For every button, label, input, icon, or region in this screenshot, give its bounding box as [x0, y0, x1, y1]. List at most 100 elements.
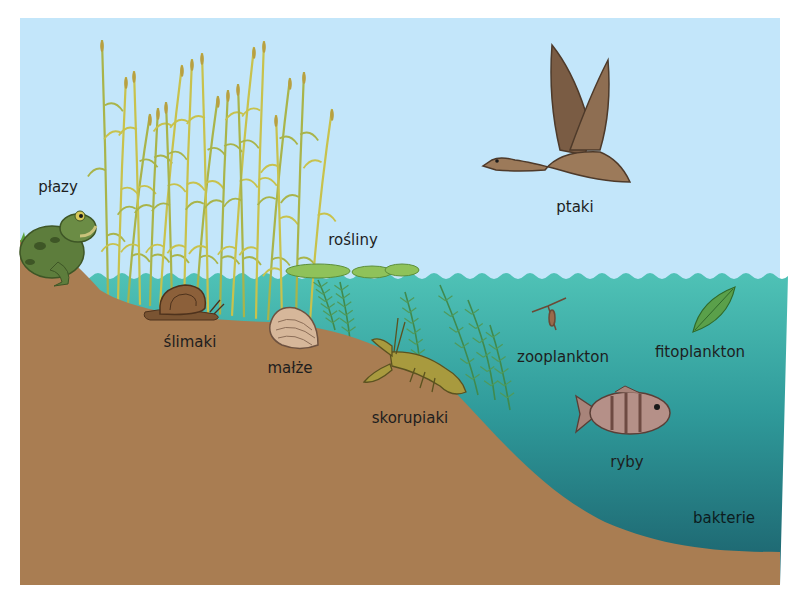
reed-leaf — [118, 207, 136, 215]
plant-leaflet — [342, 327, 356, 332]
plant-leaflet — [465, 309, 479, 314]
plant-leaflet — [334, 285, 348, 290]
reed-leaf — [280, 137, 298, 145]
plant-leaflet — [449, 327, 463, 332]
plant-leaflet — [400, 297, 414, 302]
plant-leaflet — [480, 366, 494, 371]
plant-leaflet — [438, 296, 452, 301]
snail — [144, 285, 224, 320]
reed-leaf — [169, 152, 187, 160]
crayfish-claw — [372, 339, 392, 356]
reed-head — [100, 40, 104, 52]
reed-head — [330, 109, 334, 121]
part-label: płazy — [38, 178, 78, 196]
plant-leaflet — [321, 304, 335, 309]
reed-leaf — [206, 181, 224, 189]
snail-shell — [160, 285, 205, 314]
reed-leaf — [88, 168, 106, 176]
part-label: rośliny — [328, 231, 378, 249]
reed-head — [226, 90, 230, 102]
reed-leaf — [239, 247, 257, 255]
reed-head — [288, 78, 292, 90]
bird — [483, 45, 630, 182]
part-label: skorupiaki — [372, 409, 449, 427]
plant-leaflet — [337, 302, 351, 307]
reed-leaf — [187, 116, 205, 124]
part-label: ptaki — [556, 198, 593, 216]
frog-eye — [75, 211, 85, 221]
plant-leaflet — [404, 318, 418, 323]
reed-leaf — [205, 200, 223, 208]
plant-leaflet — [469, 324, 483, 329]
frog-spot — [34, 242, 46, 250]
reed-leaf — [221, 256, 239, 264]
plant-leaflet — [486, 332, 500, 337]
reed-leaf — [170, 120, 188, 128]
lily-pad — [385, 264, 419, 276]
plant-leaflet — [455, 343, 469, 348]
crayfish — [364, 318, 466, 394]
reed-leaf — [226, 112, 244, 120]
reed-head — [252, 47, 256, 59]
reed-head — [216, 96, 220, 108]
reed-leaf — [280, 217, 298, 225]
plant-leaflet — [444, 311, 458, 316]
reed-leaf — [259, 178, 277, 186]
reed-head — [200, 53, 204, 65]
reed-head — [156, 108, 160, 120]
reed-leaf — [151, 255, 169, 263]
frog-pupil — [79, 214, 83, 218]
snail-shell-spiral — [170, 294, 196, 310]
reed-leaf — [263, 268, 281, 276]
plant-leaflet — [323, 311, 337, 316]
plant-leaflet — [407, 329, 421, 334]
plant-leaflet — [476, 352, 490, 357]
reed-head — [164, 102, 168, 114]
frog-jaw — [80, 226, 96, 236]
reed-leaf — [261, 165, 279, 173]
reed-leaf — [119, 127, 137, 135]
snail-tentacles — [210, 300, 224, 314]
reed-head — [236, 84, 240, 96]
reed-leaf — [300, 133, 318, 141]
reed-head — [148, 114, 152, 126]
plant-leaflet — [402, 308, 416, 313]
bird-wing — [570, 60, 609, 150]
part-label: małże — [267, 359, 312, 377]
reed-leaf — [242, 108, 260, 116]
plant-leaflet — [500, 393, 514, 398]
plant-leaflet — [494, 369, 508, 374]
reed-leaf — [152, 203, 170, 211]
fish-stripes — [612, 393, 640, 433]
phytoplankton-figure — [693, 287, 735, 332]
reed-head — [274, 115, 278, 127]
reed-leaf — [200, 256, 218, 264]
plant-leaflet — [340, 318, 354, 323]
reed-head — [302, 72, 306, 84]
plant-leaflet — [339, 310, 353, 315]
bird-eye — [495, 159, 499, 163]
reed-leaf — [218, 247, 236, 255]
fish-fin — [615, 386, 640, 393]
reed-leaf — [208, 148, 226, 156]
reed-head — [190, 59, 194, 71]
plant-leaflet — [489, 344, 503, 349]
plant-leaflet — [326, 318, 340, 323]
fish-body — [590, 392, 670, 434]
reed-leaf — [101, 244, 119, 252]
reed-head — [262, 41, 266, 53]
fish-eye — [654, 404, 660, 410]
reed-leaf — [224, 199, 242, 207]
reed-head — [180, 65, 184, 77]
reed-leaf — [318, 214, 336, 222]
phytoplankton-midrib — [695, 289, 733, 330]
plant-leaflet — [473, 338, 487, 343]
plant-leaflet — [484, 381, 498, 386]
crayfish-antennae — [394, 318, 405, 354]
reed-leaf — [281, 195, 299, 203]
reed-leaf — [241, 140, 259, 148]
reed-leaf — [107, 234, 125, 242]
zooplankton-antennae — [532, 298, 566, 312]
